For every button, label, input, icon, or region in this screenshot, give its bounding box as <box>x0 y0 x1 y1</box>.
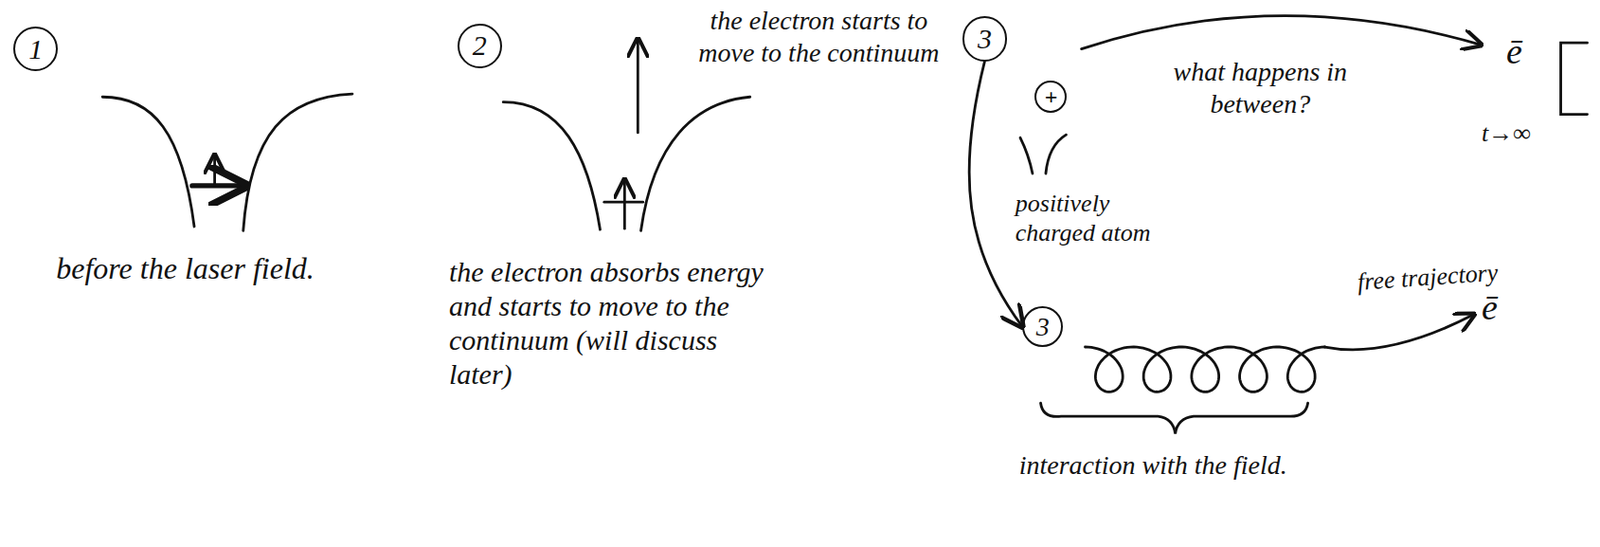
node-text: 3 <box>977 24 992 54</box>
step-number-circle: 1 <box>13 26 58 72</box>
node-text: 1 <box>28 35 43 64</box>
free-trajectory-arrow <box>1325 314 1475 350</box>
bracket <box>1561 42 1588 114</box>
atom-potential <box>1045 134 1067 174</box>
annotation-text: interaction with the field. <box>1009 449 1296 482</box>
annotation-text: ē <box>1506 30 1523 74</box>
annotation-text: before the laser field. <box>55 250 362 287</box>
annotation-text: the electron starts to move to the conti… <box>683 4 954 69</box>
annotation-text: what happens in between? <box>1122 55 1399 120</box>
annotation-text: t→∞ <box>1481 118 1531 148</box>
potential-well <box>641 96 751 231</box>
node-text: + <box>1044 85 1059 108</box>
atom-potential <box>1020 137 1033 174</box>
step-connector <box>969 61 1023 327</box>
step-number-circle: 3 <box>962 16 1007 61</box>
potential-well <box>503 102 600 231</box>
potential-well <box>243 93 353 231</box>
brace <box>1041 402 1309 433</box>
step-number-circle: 3 <box>1022 305 1063 347</box>
annotation-text: ē <box>1481 286 1498 330</box>
spin-arrow <box>623 179 627 229</box>
potential-well <box>102 96 195 227</box>
electron-trajectory <box>1084 346 1325 392</box>
annotation-text: the electron absorbs energy and starts t… <box>449 254 766 392</box>
escape-arrow <box>636 38 640 133</box>
annotation-text: positively charged atom <box>1015 188 1169 248</box>
node-text: 2 <box>472 31 487 60</box>
annotation-text: free trajectory <box>1356 251 1593 297</box>
charge-circle: + <box>1034 80 1067 113</box>
spin-arrow <box>213 155 216 186</box>
step-number-circle: 2 <box>457 23 503 69</box>
spin-arrow <box>192 182 246 188</box>
question-arrow <box>1081 16 1482 50</box>
node-text: 3 <box>1036 313 1050 341</box>
